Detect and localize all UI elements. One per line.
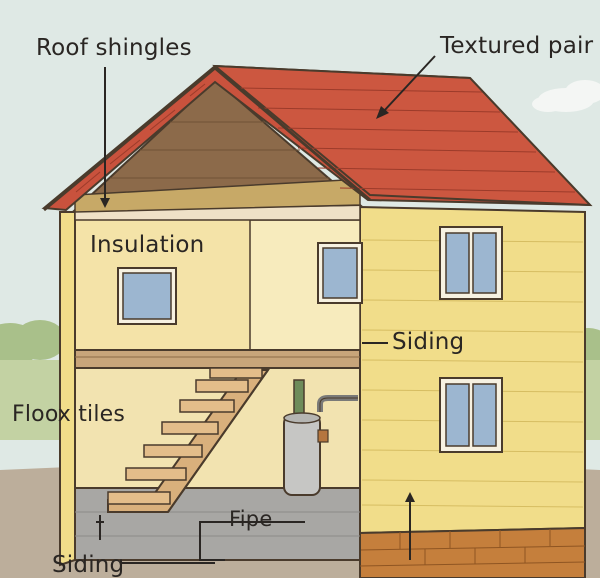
label-siding-mid: Siding <box>392 329 465 355</box>
label-textured-paint: Textured pair <box>440 33 594 59</box>
cloud <box>532 80 600 112</box>
label-insulation: Insulation <box>90 232 205 258</box>
leader-lines <box>96 55 436 564</box>
window-upper-left <box>117 267 177 325</box>
window-upper-right <box>439 226 503 300</box>
attic-planks <box>110 121 330 179</box>
water-heater <box>283 379 358 496</box>
roof-shingle-lines <box>75 83 576 193</box>
window-lower-right <box>439 377 503 453</box>
left-wall-edge <box>59 211 76 567</box>
staircase <box>107 367 270 513</box>
window-upper-middle <box>317 242 363 304</box>
brick-base <box>359 526 586 578</box>
label-siding-low: Siding <box>52 552 125 578</box>
floor-slab <box>74 349 361 369</box>
label-roof-shingles: Roof shingles <box>36 35 192 61</box>
label-pipe: Fipe <box>229 507 273 531</box>
label-floor-tiles: Floox tiles <box>12 402 126 427</box>
attic-insulation <box>74 179 361 213</box>
brick-lines <box>359 529 586 567</box>
roof <box>41 64 593 212</box>
